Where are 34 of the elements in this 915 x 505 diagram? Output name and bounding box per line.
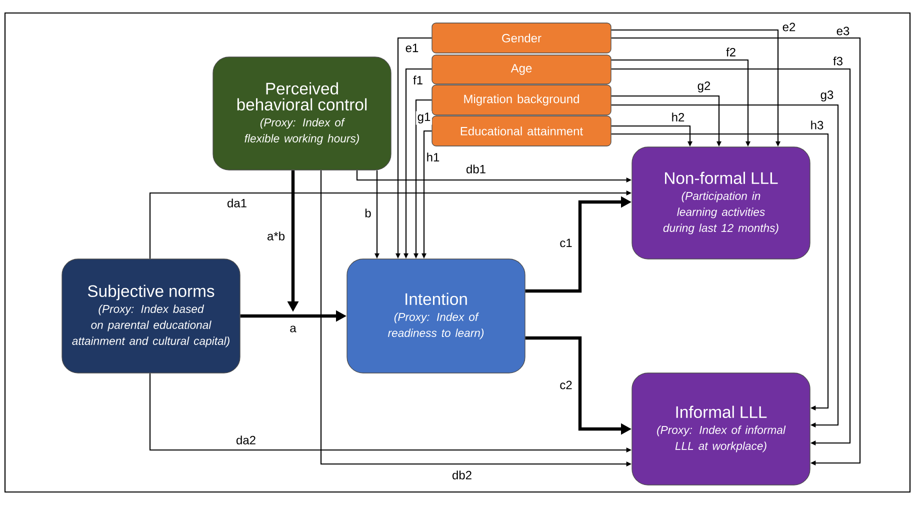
construct-box: Subjective norms (Proxy: Index based on parental educational attainment and cultural capital) bbox=[62, 258, 240, 374]
edge-label: da2 bbox=[234, 434, 258, 446]
covariate-box: Age bbox=[432, 54, 612, 84]
edge-label: e1 bbox=[404, 42, 420, 54]
edge-label: e3 bbox=[835, 25, 851, 37]
edge-label: c2 bbox=[558, 379, 574, 391]
edge-label: b bbox=[363, 207, 373, 219]
arrow bbox=[611, 133, 829, 410]
edge-label: a bbox=[288, 324, 298, 334]
construct-box: Non-formal LLL (Participation in learning activities during last 12 months) bbox=[632, 146, 810, 260]
edge-label: db1 bbox=[464, 163, 488, 175]
edge-label: db2 bbox=[450, 469, 474, 481]
edge-label: c1 bbox=[558, 237, 574, 249]
edge-label: g3 bbox=[819, 89, 835, 103]
construct-box: Informal LLL (Proxy: Index of informal LLL at workplace) bbox=[632, 372, 810, 486]
edge-label: da1 bbox=[226, 197, 248, 209]
construct-box: Intention (Proxy: Index of readiness to learn) bbox=[346, 258, 526, 374]
construct-box: Perceived behavioral control (Proxy: Index of flexible working hours) bbox=[212, 56, 392, 170]
edge-label: f1 bbox=[412, 74, 424, 86]
edge-label: f2 bbox=[724, 46, 738, 58]
edge-label: h3 bbox=[809, 119, 825, 131]
edge-label: g1 bbox=[416, 111, 432, 125]
edge-label: e2 bbox=[781, 21, 797, 33]
arrow bbox=[611, 104, 839, 428]
arrow bbox=[611, 37, 861, 466]
edge-label: h1 bbox=[425, 151, 441, 163]
covariate-box: Educational attainment bbox=[432, 116, 612, 146]
covariate-box: Migration background bbox=[432, 84, 612, 116]
covariate-box: Gender bbox=[432, 22, 612, 54]
arrow bbox=[611, 68, 851, 446]
edge-label: h2 bbox=[670, 111, 686, 123]
edge-label: f3 bbox=[832, 55, 844, 67]
edge-label: g2 bbox=[696, 80, 712, 94]
edge-label: a*b bbox=[266, 230, 286, 242]
